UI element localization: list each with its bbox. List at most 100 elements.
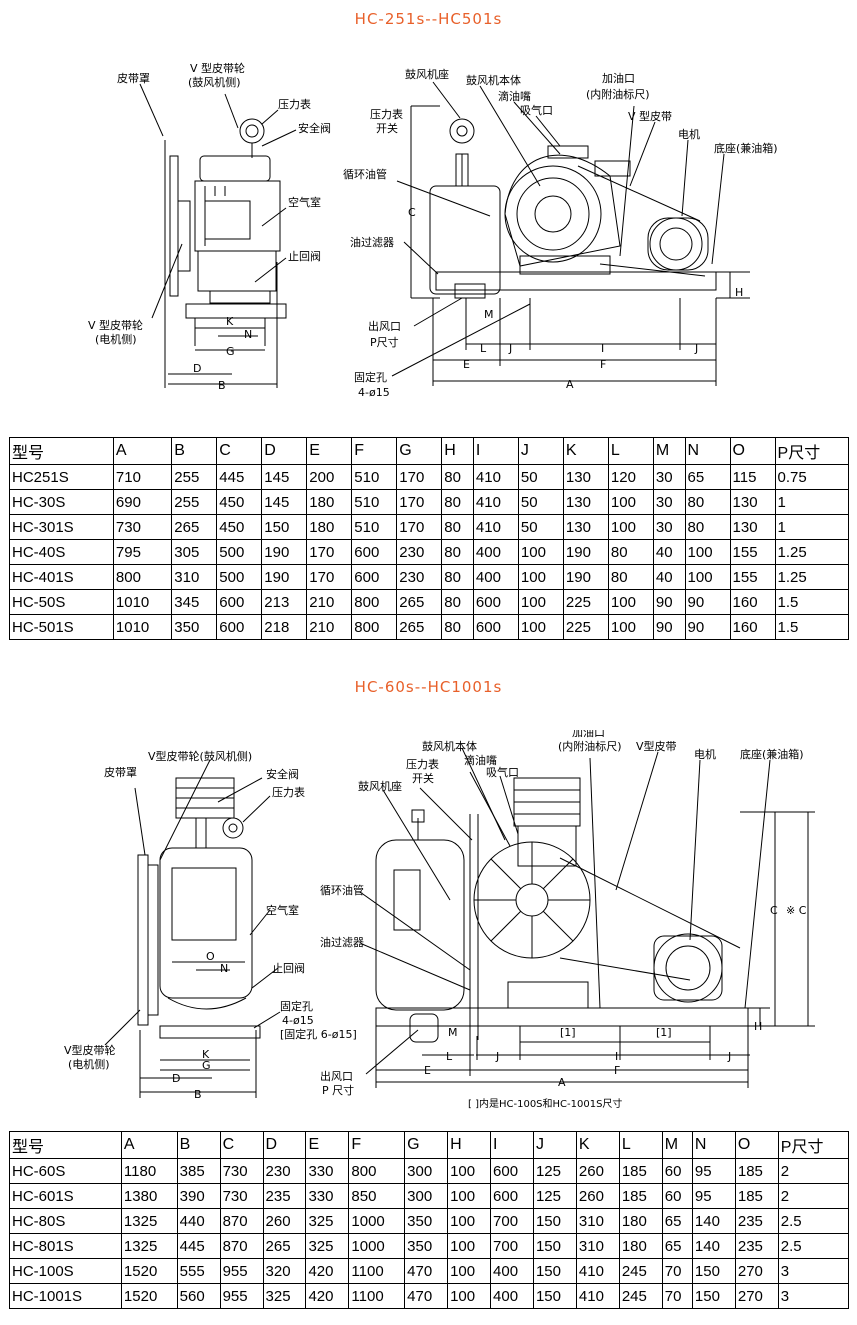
table-cell: 190 [261, 539, 308, 565]
table-cell: 80 [441, 614, 474, 640]
table-cell: 305 [171, 539, 218, 565]
table-cell: 65 [661, 1233, 693, 1259]
table-cell: 700 [490, 1208, 534, 1234]
table-cell: 80 [441, 589, 474, 615]
table-cell: 150 [532, 1233, 577, 1259]
dim2-f: F [614, 1064, 620, 1077]
table-cell: 600 [351, 564, 398, 590]
table-header-cell: M [652, 437, 686, 465]
label-motor: 电机 [678, 127, 700, 141]
table-cell: 60 [661, 1183, 693, 1209]
table-header-cell: G [396, 437, 443, 465]
label-vbelt-wheel-blower-side: (鼓风机侧) [188, 75, 241, 89]
dim-k: K [226, 315, 234, 328]
table-cell: 265 [171, 514, 218, 540]
table-cell: 170 [306, 564, 353, 590]
table-cell: 1380 [120, 1183, 178, 1209]
dim2-h: H [754, 1020, 762, 1033]
table-cell: 185 [734, 1183, 779, 1209]
table-cell: 265 [262, 1233, 307, 1259]
table-header-cell: B [171, 437, 218, 465]
table-cell: 150 [532, 1283, 577, 1309]
table-cell: 270 [734, 1283, 779, 1309]
table-cell: 185 [618, 1158, 663, 1184]
table-cell: 330 [305, 1158, 350, 1184]
table-cell: 100 [447, 1233, 492, 1259]
table-cell: 100 [447, 1208, 492, 1234]
table-cell: 225 [562, 589, 609, 615]
table-cell: 2 [777, 1183, 850, 1209]
table-cell: 190 [562, 539, 609, 565]
table-cell: 600 [490, 1158, 534, 1184]
table-header-cell: P尺寸 [777, 1131, 850, 1159]
table-cell: 30 [652, 514, 686, 540]
table-header-cell: H [447, 1131, 492, 1159]
table-cell: 190 [562, 564, 609, 590]
label2-fix-hole: 固定孔 [280, 999, 313, 1013]
table-cell: 410 [575, 1258, 620, 1284]
table-cell: 1000 [348, 1208, 406, 1234]
table-cell: 260 [575, 1158, 620, 1184]
model-cell: HC-80S [9, 1208, 122, 1234]
table-cell: 200 [306, 464, 353, 490]
table-cell: 500 [216, 564, 263, 590]
table-cell: 150 [691, 1283, 736, 1309]
table-cell: 410 [472, 489, 519, 515]
table-cell: 80 [441, 564, 474, 590]
table-header-cell: 型号 [9, 1131, 122, 1159]
table-cell: 80 [607, 564, 654, 590]
table-cell: 230 [396, 564, 443, 590]
table-cell: 870 [219, 1208, 264, 1234]
label-vbelt-wheel-motor: V 型皮带轮 [88, 318, 143, 332]
dim2-j: J [495, 1050, 499, 1063]
dim-a: A [566, 378, 574, 391]
table-header-cell: 型号 [9, 437, 114, 465]
model-cell: HC-801S [9, 1233, 122, 1259]
dim-e: E [463, 358, 470, 371]
table-cell: 90 [684, 614, 731, 640]
table-cell: 218 [261, 614, 308, 640]
table-cell: 170 [396, 514, 443, 540]
table-cell: 350 [404, 1233, 449, 1259]
table-cell: 100 [447, 1158, 492, 1184]
table-cell: 100 [607, 614, 654, 640]
label2-belt-cover: 皮带罩 [104, 766, 137, 779]
table-cell: 125 [532, 1158, 577, 1184]
table-header-cell: F [348, 1131, 406, 1159]
label-fix-hole: 固定孔 [354, 370, 387, 384]
table-cell: 130 [562, 464, 609, 490]
table-cell: 400 [472, 564, 519, 590]
table-header-cell: A [120, 1131, 178, 1159]
table-cell: 80 [684, 489, 731, 515]
table-cell: 955 [219, 1283, 264, 1309]
table-cell: 300 [404, 1158, 449, 1184]
table-cell: 1180 [120, 1158, 178, 1184]
label-oil-inlet-gauge: (内附油标尺) [586, 87, 650, 101]
table-header-cell: D [261, 437, 308, 465]
dim-d: D [193, 362, 201, 375]
table-cell: 245 [618, 1283, 663, 1309]
table-cell: 500 [216, 539, 263, 565]
table-cell: 600 [490, 1183, 534, 1209]
table-cell: 100 [517, 564, 564, 590]
table-cell: 1325 [120, 1233, 178, 1259]
table-cell: 1000 [348, 1233, 406, 1259]
table-cell: 30 [652, 489, 686, 515]
table-cell: 255 [171, 464, 218, 490]
table-cell: 100 [607, 514, 654, 540]
table-cell: 90 [652, 614, 686, 640]
table-cell: 230 [262, 1158, 307, 1184]
table-cell: 470 [404, 1283, 449, 1309]
table-cell: 410 [575, 1283, 620, 1309]
table-cell: 213 [261, 589, 308, 615]
label-base: 底座(兼油箱) [714, 141, 778, 155]
label2-outlet: 出风口 [320, 1069, 353, 1083]
table-cell: 95 [691, 1158, 736, 1184]
dim2-e: E [424, 1064, 431, 1077]
dim2-b: B [194, 1088, 202, 1101]
dim-j2: J [694, 342, 698, 355]
